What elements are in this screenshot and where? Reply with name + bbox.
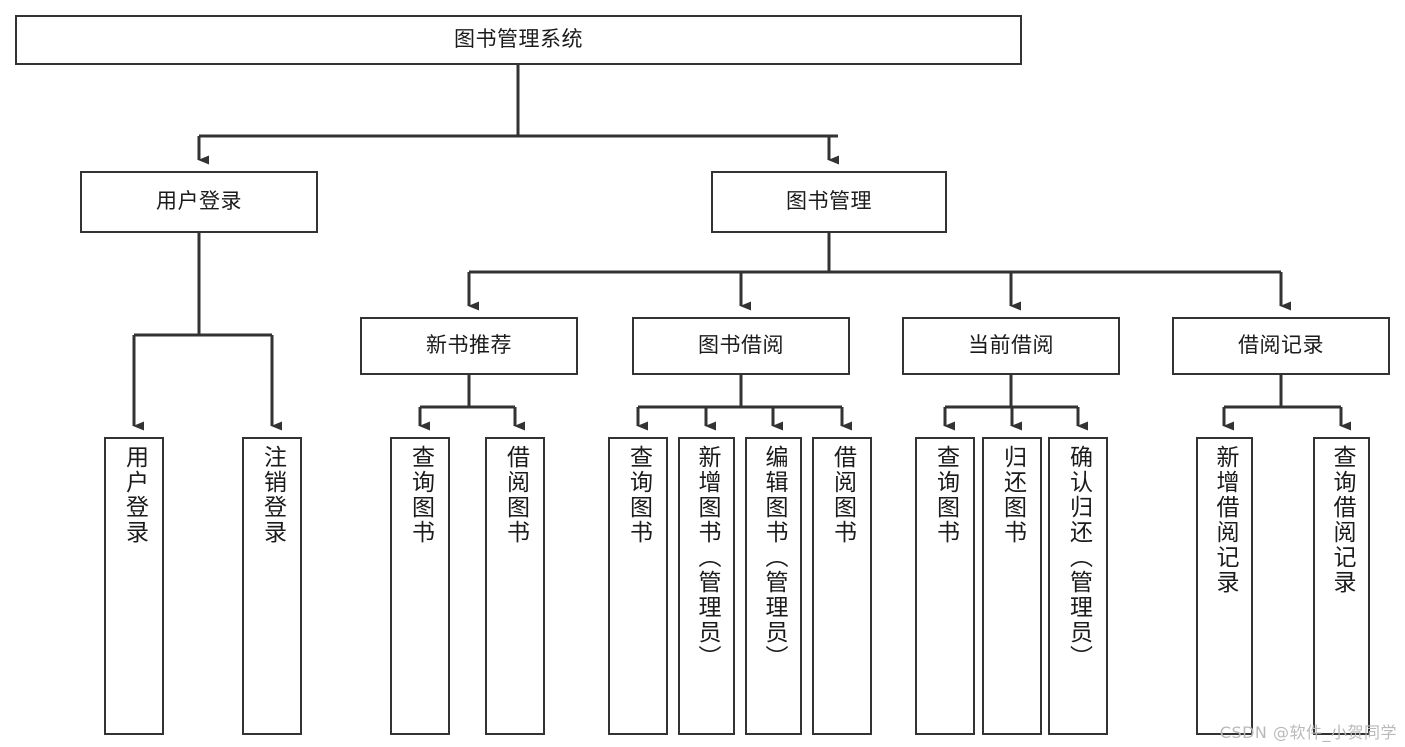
node-book-borrow-label: 图书借阅 (698, 333, 784, 358)
node-current-borrow-label: 当前借阅 (968, 333, 1054, 358)
node-user-login[interactable]: 用户登录 (80, 171, 318, 233)
node-leaf-query-book-1[interactable]: 查询图书 (390, 437, 450, 735)
node-leaf-user-logout[interactable]: 注销登录 (242, 437, 302, 735)
node-leaf-user-logout-label: 注销登录 (259, 445, 286, 545)
node-leaf-borrow-book-1[interactable]: 借阅图书 (485, 437, 545, 735)
node-leaf-add-book[interactable]: 新增图书（管理员） (678, 437, 735, 735)
node-leaf-query-book-2[interactable]: 查询图书 (608, 437, 668, 735)
node-leaf-query-book-1-label: 查询图书 (407, 445, 434, 545)
node-user-login-label: 用户登录 (156, 189, 242, 214)
node-leaf-query-record-label: 查询借阅记录 (1329, 445, 1355, 595)
node-leaf-add-book-label: 新增图书（管理员） (694, 445, 720, 670)
node-leaf-confirm-return[interactable]: 确认归还（管理员） (1048, 437, 1108, 735)
node-borrow-record-label: 借阅记录 (1238, 333, 1324, 358)
node-leaf-query-book-3[interactable]: 查询图书 (915, 437, 975, 735)
node-leaf-return-book-label: 归还图书 (999, 445, 1026, 545)
node-leaf-user-login[interactable]: 用户登录 (104, 437, 164, 735)
node-leaf-borrow-book-2-label: 借阅图书 (829, 445, 856, 545)
node-leaf-edit-book-label: 编辑图书（管理员） (761, 445, 787, 670)
node-borrow-record[interactable]: 借阅记录 (1172, 317, 1390, 375)
node-leaf-confirm-return-label: 确认归还（管理员） (1065, 445, 1092, 670)
node-leaf-borrow-book-2[interactable]: 借阅图书 (812, 437, 872, 735)
node-leaf-edit-book[interactable]: 编辑图书（管理员） (745, 437, 802, 735)
node-leaf-return-book[interactable]: 归还图书 (982, 437, 1042, 735)
node-new-book-rec[interactable]: 新书推荐 (360, 317, 578, 375)
node-book-manage-label: 图书管理 (786, 189, 872, 214)
node-current-borrow[interactable]: 当前借阅 (902, 317, 1120, 375)
node-book-borrow[interactable]: 图书借阅 (632, 317, 850, 375)
node-leaf-add-record[interactable]: 新增借阅记录 (1196, 437, 1253, 735)
node-root[interactable]: 图书管理系统 (15, 15, 1022, 65)
node-leaf-add-record-label: 新增借阅记录 (1212, 445, 1238, 595)
node-book-manage[interactable]: 图书管理 (711, 171, 947, 233)
node-new-book-rec-label: 新书推荐 (426, 333, 512, 358)
node-leaf-user-login-label: 用户登录 (121, 445, 148, 545)
node-root-label: 图书管理系统 (454, 27, 583, 52)
node-leaf-borrow-book-1-label: 借阅图书 (502, 445, 529, 545)
node-leaf-query-book-2-label: 查询图书 (625, 445, 652, 545)
node-leaf-query-record[interactable]: 查询借阅记录 (1313, 437, 1370, 735)
node-leaf-query-book-3-label: 查询图书 (932, 445, 959, 545)
